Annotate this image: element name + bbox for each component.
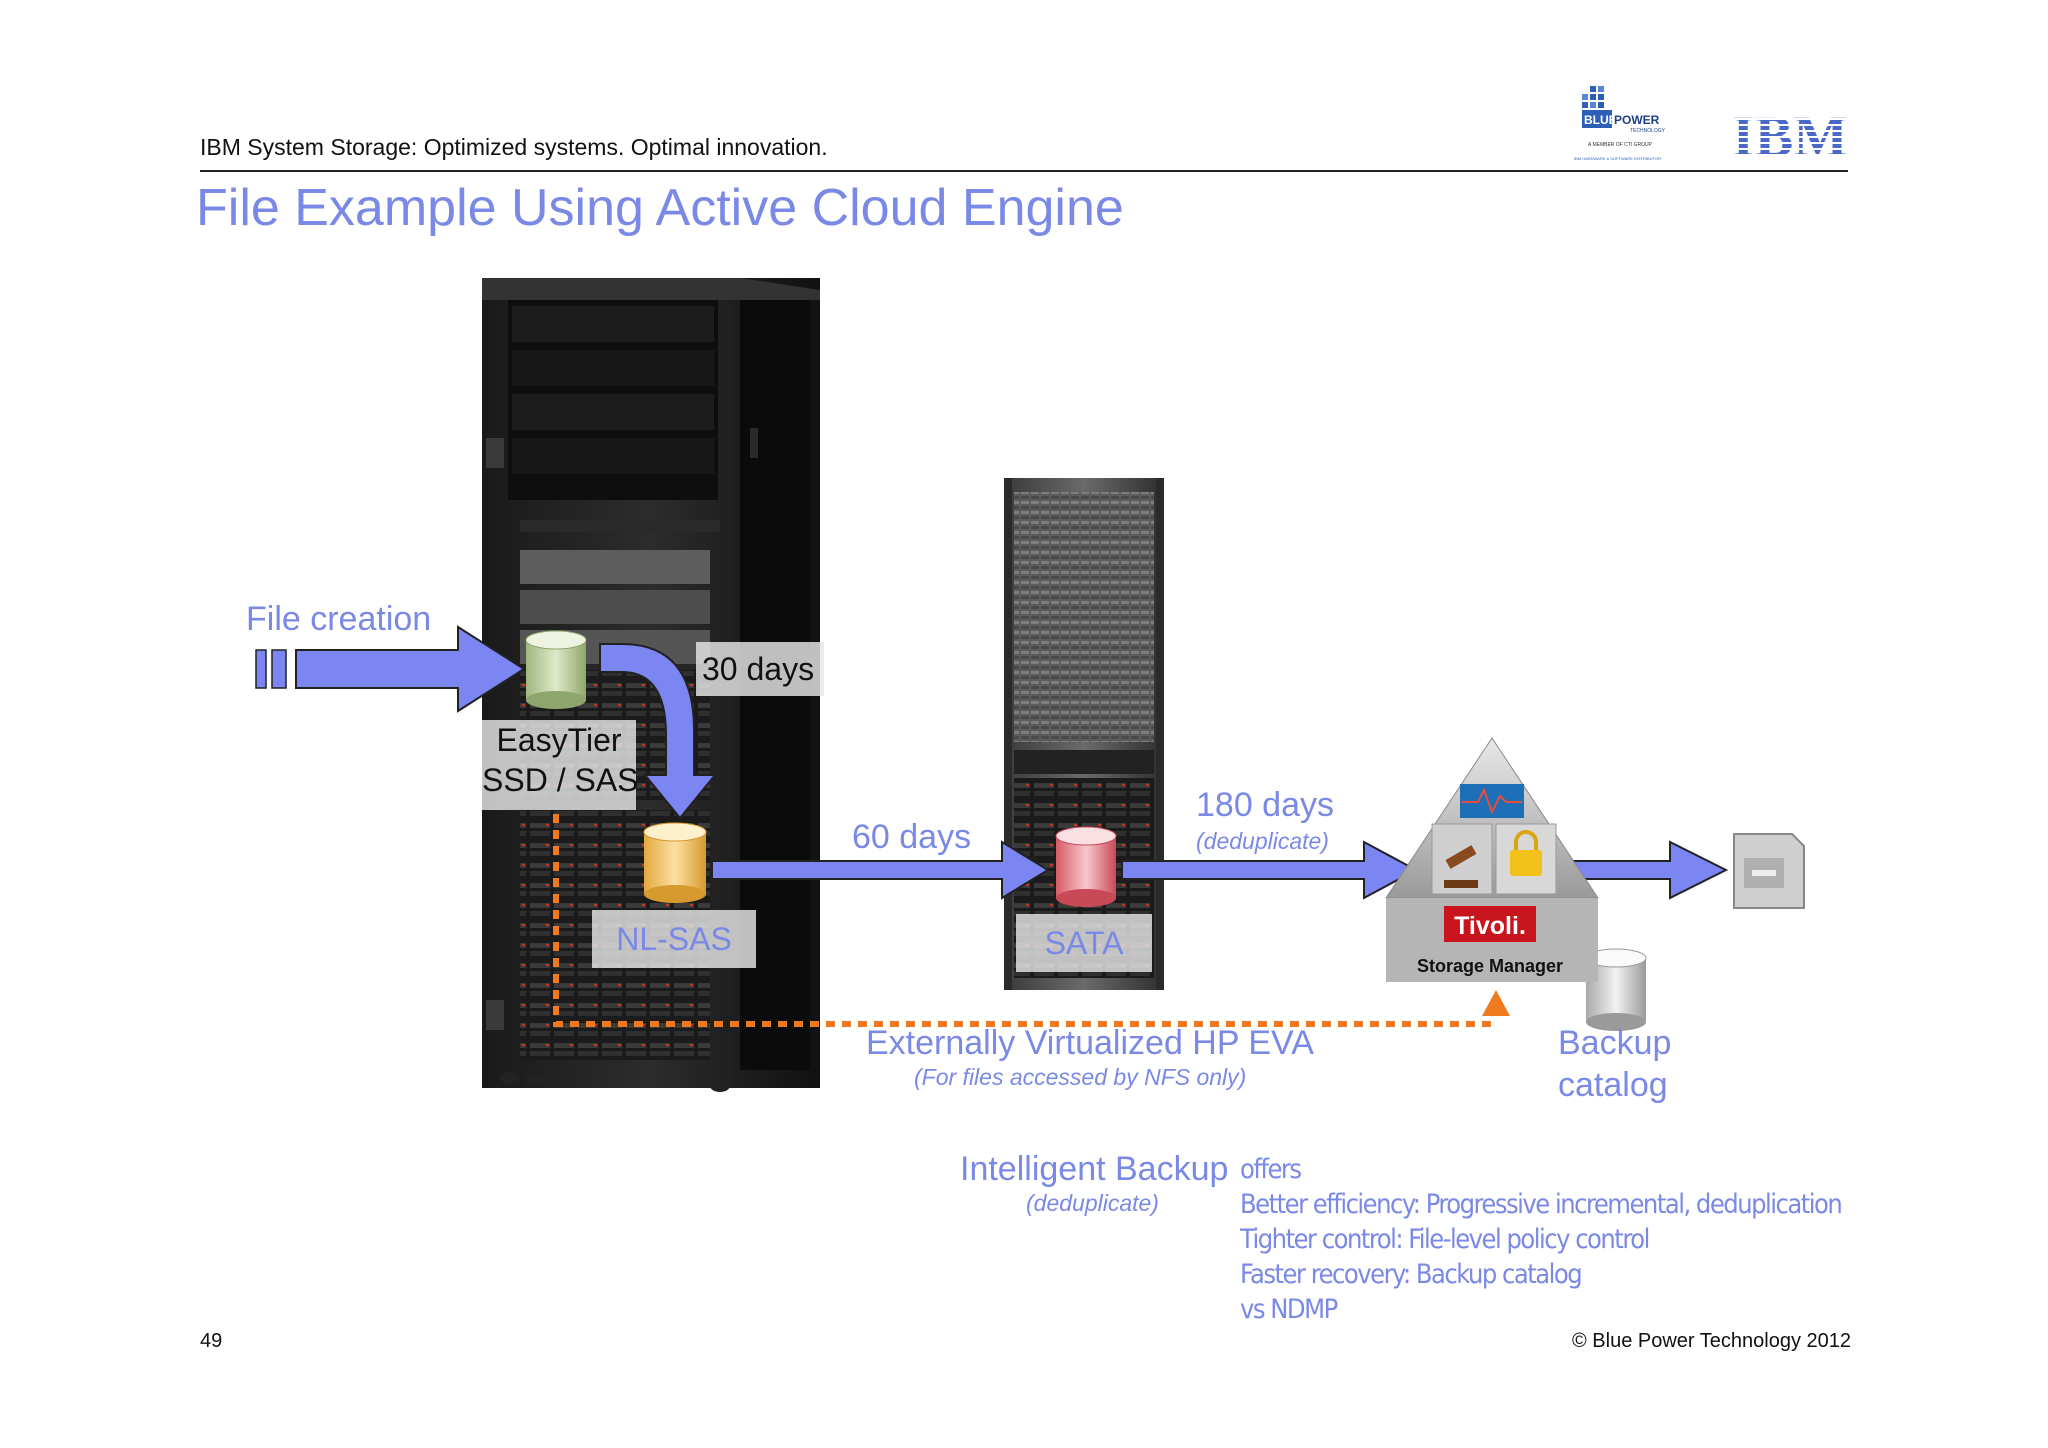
curved-arrow-30-days bbox=[599, 643, 718, 820]
eva-subtitle-label: (For files accessed by NFS only) bbox=[914, 1064, 1247, 1090]
list-item: Tighter control: File-level policy contr… bbox=[1240, 1224, 1650, 1255]
intelligent-backup-dedup: (deduplicate) bbox=[1026, 1190, 1159, 1216]
list-item: Faster recovery: Backup catalog bbox=[1240, 1259, 1583, 1290]
header-divider bbox=[200, 170, 1848, 172]
file-creation-arrow bbox=[255, 625, 526, 713]
page-number: 49 bbox=[200, 1330, 223, 1352]
easytier-label-box: EasyTier SSD / SAS bbox=[482, 720, 639, 810]
intelligent-backup-list: offers Better efficiency: Progressive in… bbox=[1240, 1152, 1843, 1327]
svg-text:IBM: IBM bbox=[1732, 108, 1848, 160]
list-item: vs NDMP bbox=[1240, 1294, 1338, 1325]
days-180-label: 180 days bbox=[1196, 786, 1334, 824]
copyright-notice: © Blue Power Technology 2012 bbox=[1572, 1330, 1851, 1352]
list-item: offers bbox=[1240, 1154, 1302, 1185]
ndmp-dashed-path bbox=[553, 814, 1510, 1027]
sata-disk-icon bbox=[1055, 826, 1117, 907]
header-tagline: IBM System Storage: Optimized systems. O… bbox=[200, 134, 828, 160]
svg-text:TECHNOLOGY: TECHNOLOGY bbox=[1630, 128, 1666, 134]
svg-text:Storage Manager: Storage Manager bbox=[1417, 956, 1563, 976]
bluepower-logo: BLUE POWER TECHNOLOGY A MEMBER OF CTI GR… bbox=[1568, 82, 1692, 164]
days-60-label: 60 days bbox=[852, 818, 972, 856]
svg-text:POWER: POWER bbox=[1614, 113, 1660, 127]
backup-catalog-label-2: catalog bbox=[1558, 1066, 1668, 1104]
svg-text:Tivoli.: Tivoli. bbox=[1454, 912, 1526, 940]
svg-text:A MEMBER OF CTI GROUP: A MEMBER OF CTI GROUP bbox=[1588, 142, 1653, 148]
list-item: Better efficiency: Progressive increment… bbox=[1240, 1189, 1843, 1220]
arrow-180-days bbox=[1121, 840, 1419, 900]
nl-sas-disk-icon bbox=[643, 822, 707, 903]
backup-catalog-label-1: Backup bbox=[1558, 1024, 1672, 1062]
svg-text:BLUE: BLUE bbox=[1584, 113, 1617, 127]
intelligent-backup-title: Intelligent Backup bbox=[960, 1150, 1229, 1188]
ssd-disk-icon bbox=[525, 630, 587, 709]
sata-label: SATA bbox=[1016, 914, 1152, 972]
nl-sas-label: NL-SAS bbox=[592, 910, 756, 968]
dedup-label-180: (deduplicate) bbox=[1196, 828, 1329, 854]
arrow-to-tape bbox=[1571, 840, 1729, 900]
arrow-60-days bbox=[711, 840, 1050, 900]
days-30-label: 30 days bbox=[696, 642, 824, 696]
tivoli-storage-manager-icon: Tivoli. Storage Manager bbox=[1385, 737, 1599, 982]
svg-text:IBM HARDWARE & SOFTWARE DISTRI: IBM HARDWARE & SOFTWARE DISTRIBUTOR bbox=[1574, 156, 1661, 161]
ssd-sas-label: SSD / SAS bbox=[482, 762, 639, 798]
file-creation-label: File creation bbox=[246, 600, 432, 638]
ibm-logo: IBM bbox=[1732, 104, 1850, 169]
easytier-label: EasyTier bbox=[496, 722, 622, 758]
page-title: File Example Using Active Cloud Engine bbox=[196, 179, 1124, 237]
eva-title-label: Externally Virtualized HP EVA bbox=[866, 1024, 1314, 1062]
tape-cartridge-icon bbox=[1733, 833, 1805, 909]
